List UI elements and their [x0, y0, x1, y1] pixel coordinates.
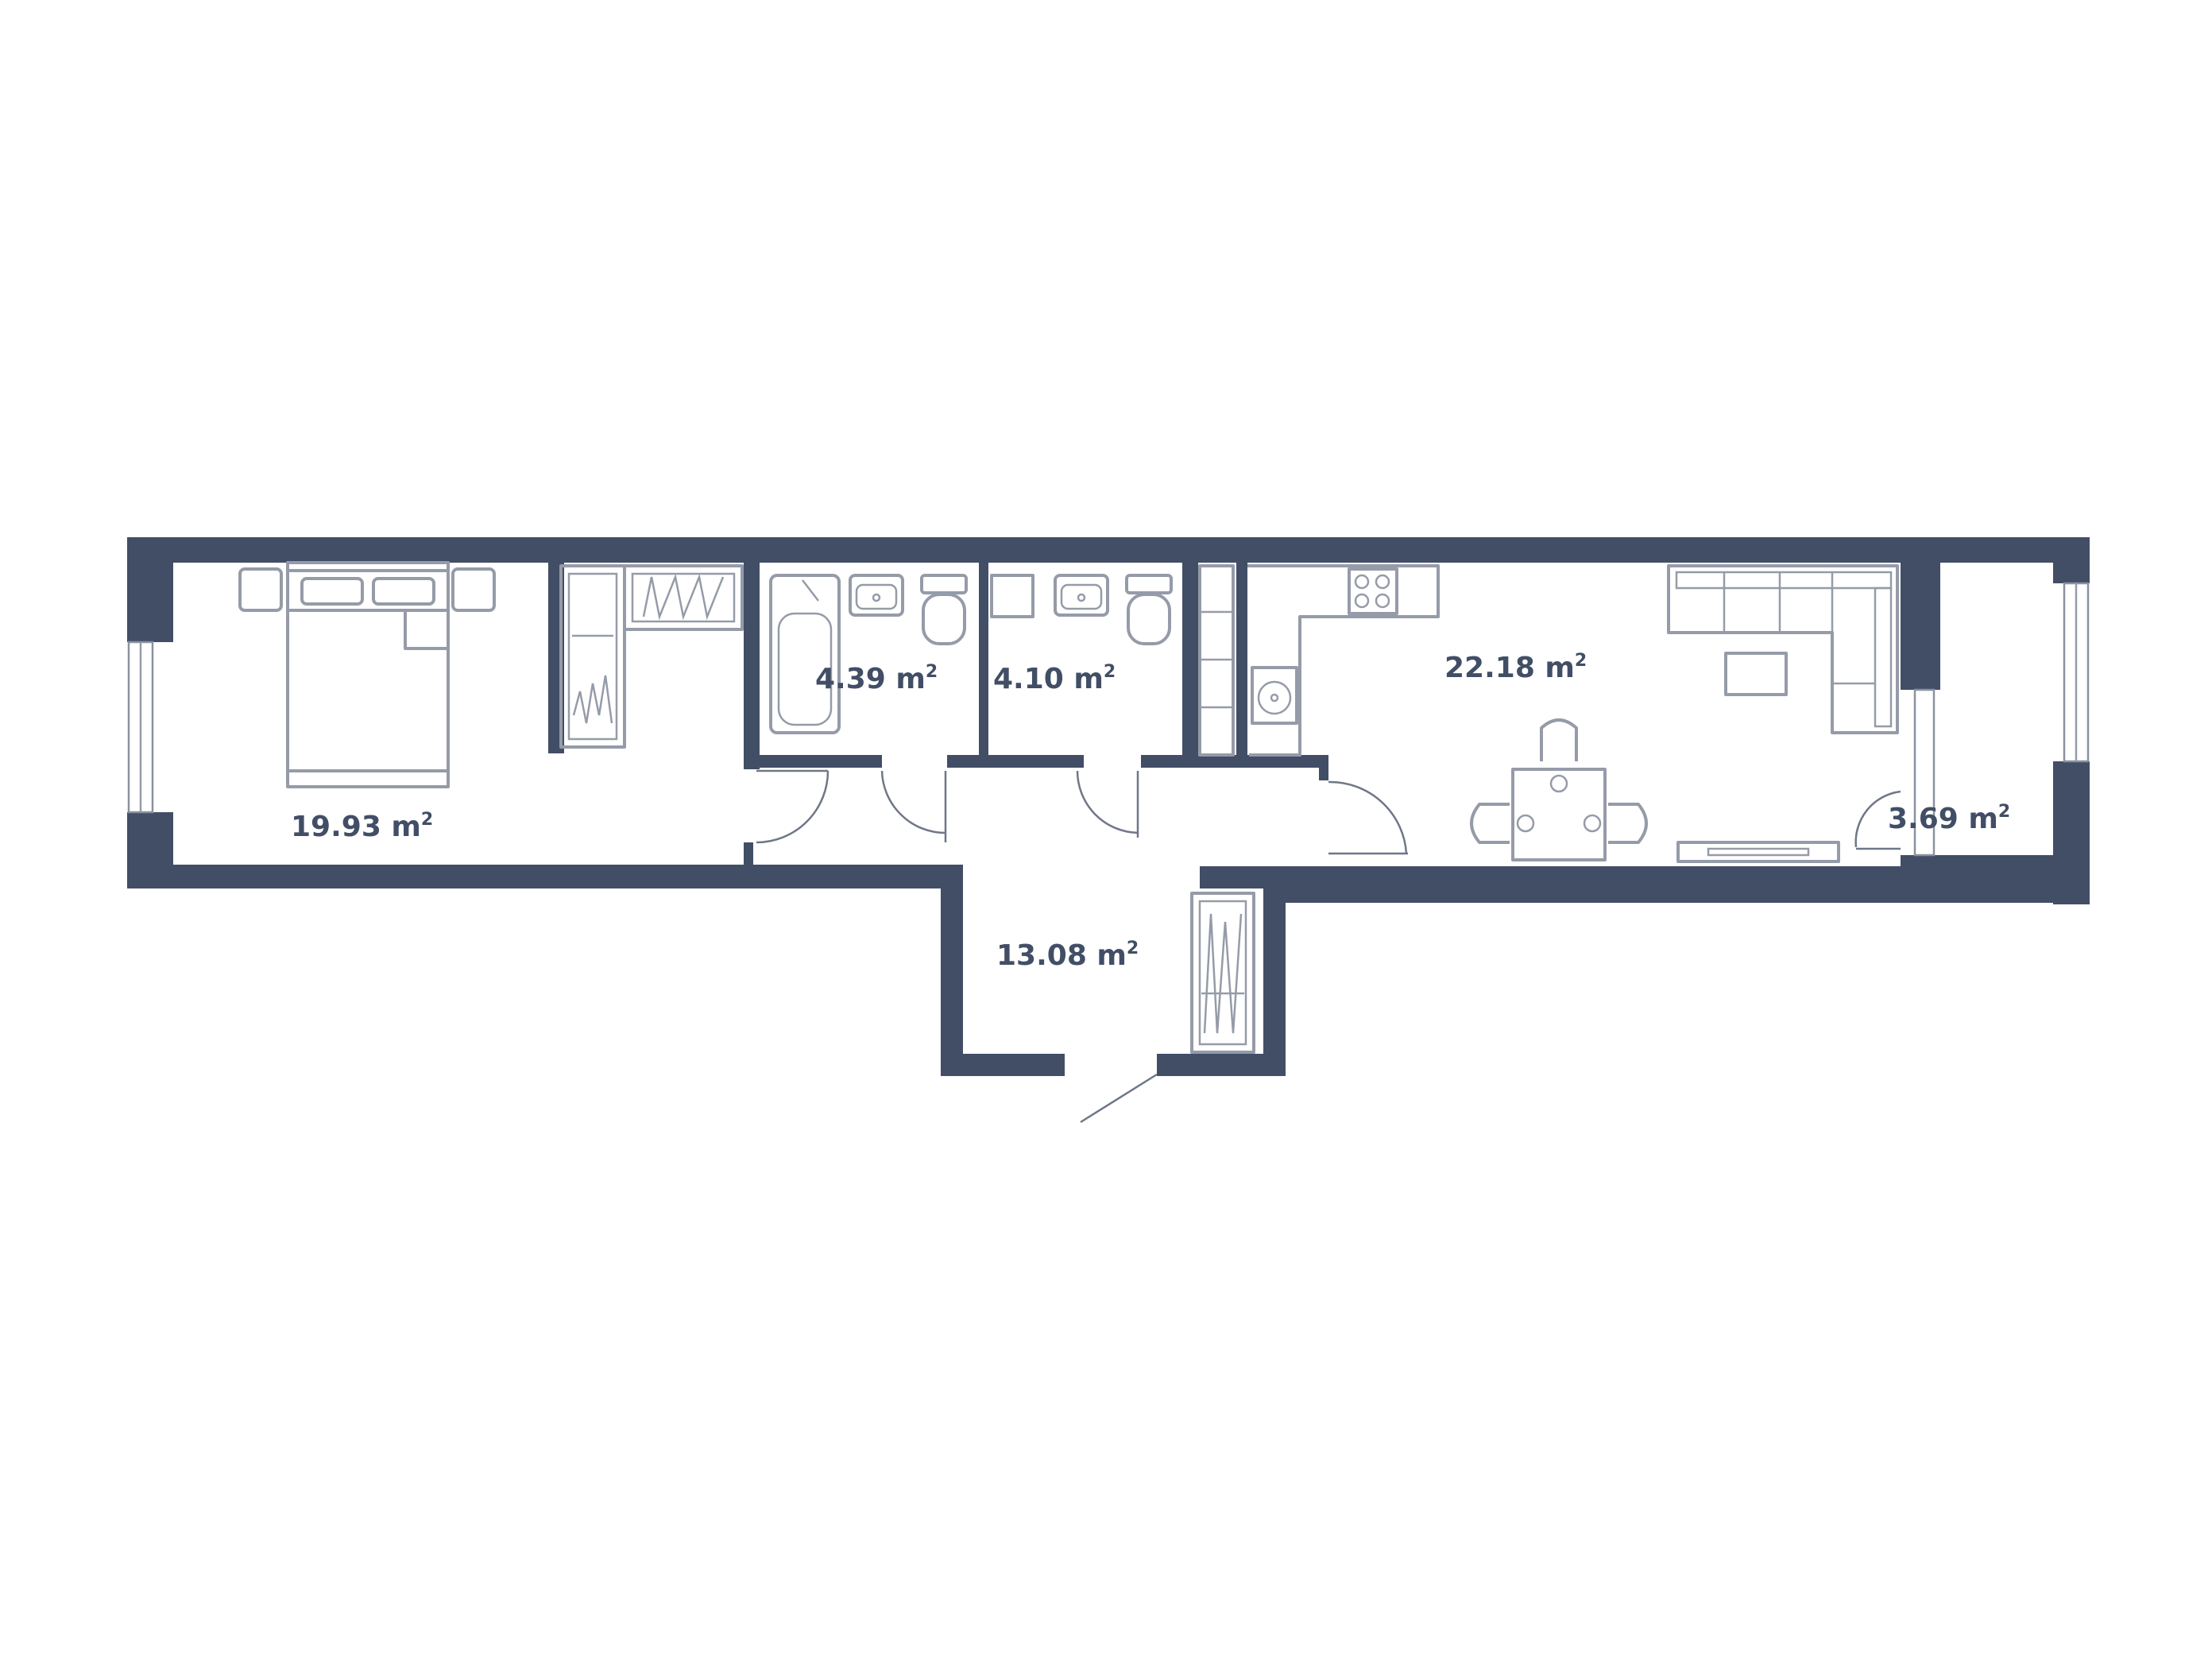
- window-icon: [1913, 688, 1936, 857]
- wardrobe-icon: [1198, 564, 1235, 757]
- bathroom-area-label: 4.39 m2: [815, 662, 938, 695]
- bathtub-icon: [769, 574, 841, 734]
- sink-icon: [849, 574, 904, 617]
- toilet-icon: [1125, 574, 1173, 645]
- kitchen-sink-icon: [1251, 666, 1298, 725]
- door-swing-icon: [1854, 790, 1901, 850]
- double-bed-icon: [286, 561, 450, 788]
- living-kitchen-area-label: 22.18 m2: [1444, 651, 1587, 684]
- kitchen-counter: [1247, 564, 1440, 757]
- door-swing-icon: [1328, 780, 1408, 855]
- sink-icon: [1054, 574, 1109, 617]
- window-icon: [2063, 582, 2090, 763]
- window-icon: [127, 641, 154, 814]
- chair-icon: [1470, 803, 1510, 844]
- wardrobe-icon: [559, 564, 626, 749]
- bedroom-area-label: 19.93 m2: [291, 810, 433, 843]
- tv-stand-icon: [1676, 841, 1840, 863]
- wardrobe-icon: [623, 564, 744, 631]
- coffee-table-icon: [1724, 652, 1788, 696]
- hallway-area-label: 13.08 m2: [996, 939, 1139, 972]
- stove-icon: [1348, 567, 1398, 615]
- dining-table-icon: [1511, 768, 1607, 861]
- chair-icon: [1608, 803, 1648, 844]
- walls: [127, 537, 2090, 1076]
- toilet-area-label: 4.10 m2: [993, 662, 1116, 695]
- sink-icon: [990, 574, 1034, 618]
- corner-sofa-icon: [1667, 564, 1899, 734]
- door-swing-icon: [756, 769, 830, 844]
- door-swing-icon: [1080, 1073, 1158, 1124]
- balcony-area-label: 3.69 m2: [1888, 802, 2010, 835]
- nightstand-icon: [238, 567, 283, 612]
- wardrobe-icon: [1190, 892, 1255, 1054]
- toilet-icon: [920, 574, 968, 645]
- chair-icon: [1540, 718, 1578, 761]
- door-swing-icon: [880, 770, 947, 842]
- door-swing-icon: [1076, 770, 1139, 838]
- nightstand-icon: [451, 567, 496, 612]
